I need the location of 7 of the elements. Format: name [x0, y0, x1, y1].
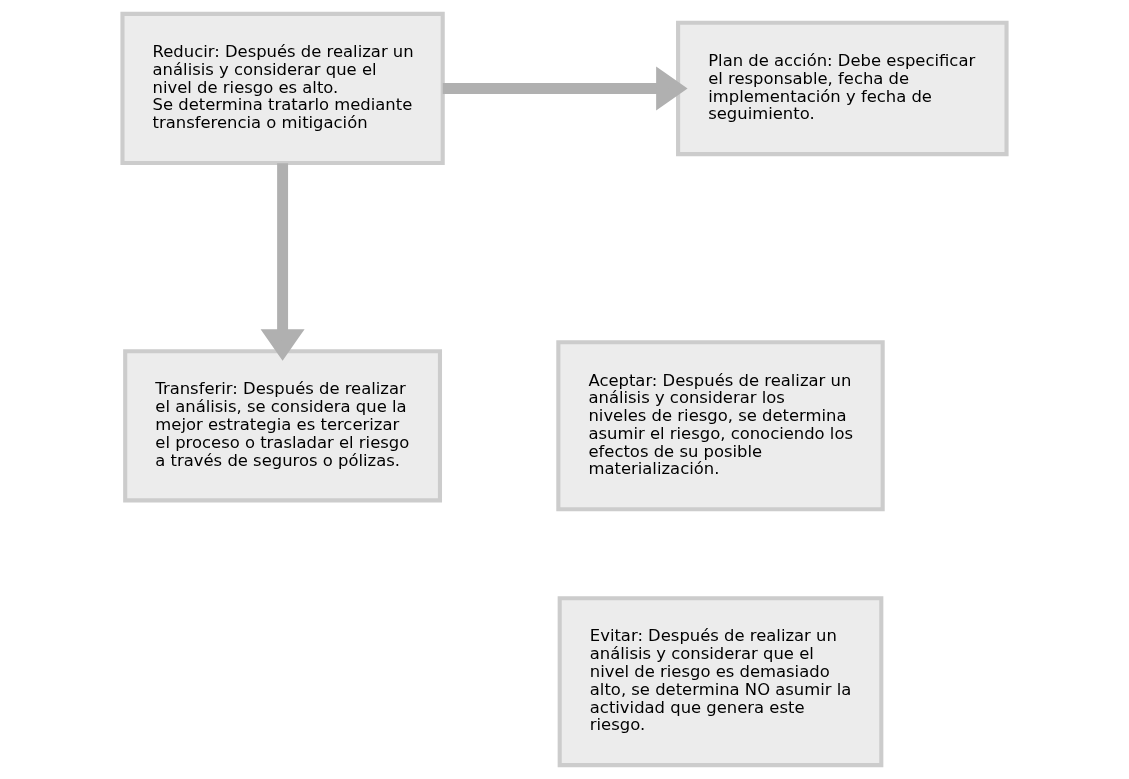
node-box: Reducir: Después de realizar un análisis y considerar que el nivel de riesgo es alto. Se determina tratarlo mediante transferencia o mitigación: [120, 11, 445, 166]
arrow: [442, 66, 688, 111]
node-box: Aceptar: Después de realizar un análisis y considerar los niveles de riesgo, se determina asumir el riesgo, conociendo los efectos de su posible materialización.: [556, 340, 885, 512]
node-box: Plan de acción: Debe especificar el responsable, fecha de implementación y fecha de seguimiento.: [676, 20, 1009, 157]
arrow: [260, 163, 305, 361]
node-box: Transferir: Después de realizar el análisis, se considera que la mejor estrategia es tercerizar el proceso o trasladar el riesgo a través de seguros o pólizas.: [123, 349, 443, 503]
node-box: Evitar: Después de realizar un análisis y considerar que el nivel de riesgo es demasiado alto, se determina NO asumir la actividad que genera este riesgo.: [557, 596, 884, 768]
